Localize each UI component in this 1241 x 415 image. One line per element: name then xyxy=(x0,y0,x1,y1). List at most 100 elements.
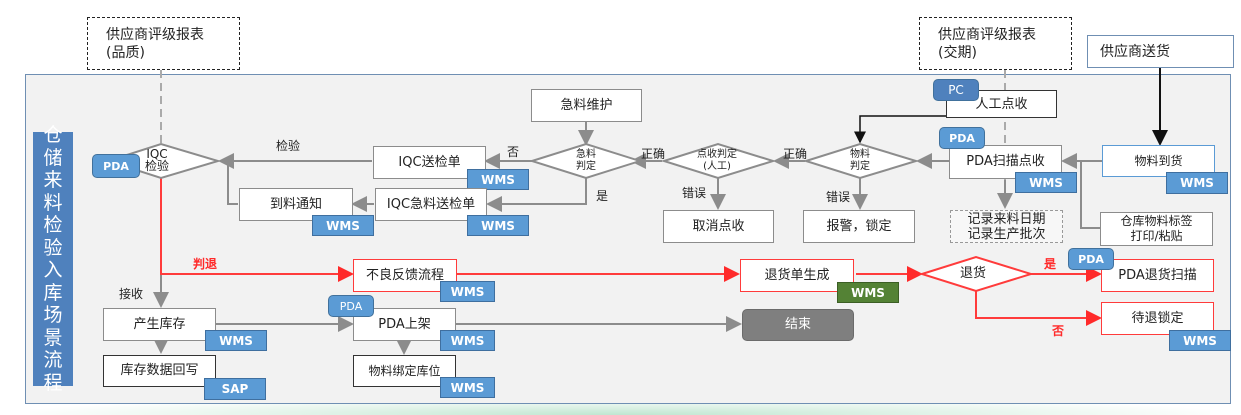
diamond-count-judge xyxy=(660,142,777,180)
count-judge-text: 点收判定 (人工) xyxy=(697,149,737,173)
title-char: 来 xyxy=(43,169,63,191)
wms-tag-label: WMS xyxy=(1180,176,1214,190)
wms-tag-label: WMS xyxy=(450,333,485,348)
node-record-info: 记录来料日期 记录生产批次 xyxy=(950,210,1063,243)
pda-tag-label: PDA xyxy=(339,299,363,313)
edge-manual-matjudge xyxy=(854,115,946,144)
node-pda-return-scan: PDA退货扫描 xyxy=(1101,259,1214,292)
title-char: 储 xyxy=(43,146,63,169)
wms-tag-label: WMS xyxy=(481,218,515,233)
wms-tag-label: WMS xyxy=(326,218,360,233)
node-iqc-urgent-send: IQC急料送检单 xyxy=(375,188,487,221)
label-yes: 是 xyxy=(596,189,609,203)
return-order-wms-tag: WMS xyxy=(837,282,899,303)
return-judge-label: 退货 xyxy=(960,266,987,281)
label-correct-2: 正确 xyxy=(783,147,808,161)
count-judge-line1: 点收判定 xyxy=(697,149,737,160)
sap-tag-label: SAP xyxy=(221,382,249,396)
edge-notice-inspect xyxy=(227,161,238,205)
label-return-no: 否 xyxy=(1052,324,1065,338)
material-judge-text: 物料 判定 xyxy=(850,149,870,173)
wms-tag-label: WMS xyxy=(851,285,885,300)
pc-tag-label: PC xyxy=(948,83,964,97)
node-cancel-count: 取消点收 xyxy=(663,210,774,243)
alarm-lock-label: 报警，锁定 xyxy=(826,218,892,234)
iqc-urgent-wms-tag: WMS xyxy=(467,215,529,236)
return-judge-text: 退货 xyxy=(960,267,986,281)
diamond-return-judge xyxy=(918,255,1035,293)
pda-shelve-wms-tag: WMS xyxy=(440,330,495,351)
arrival-notice-label: 到料通知 xyxy=(269,196,322,212)
manual-count-label: 人工点收 xyxy=(975,97,1028,112)
stock-writeback-label: 库存数据回写 xyxy=(120,363,199,378)
node-manual-count: 人工点收 xyxy=(946,90,1057,118)
report-delivery-line2: (交期) xyxy=(938,44,977,61)
report-delivery-box: 供应商评级报表 (交期) xyxy=(919,17,1072,70)
material-judge-line2: 判定 xyxy=(850,161,870,172)
label-error-1: 错误 xyxy=(682,186,707,200)
report-quality-line1: 供应商评级报表 xyxy=(106,26,204,43)
wms-tag-label: WMS xyxy=(450,284,485,299)
pda-return-device-tag: PDA xyxy=(1068,248,1114,270)
title-char: 流 xyxy=(43,349,63,371)
stock-writeback-sap-tag: SAP xyxy=(204,378,266,400)
node-defect-feedback: 不良反馈流程 xyxy=(353,259,457,292)
report-quality-line2: (品质) xyxy=(106,44,145,61)
node-urgent-maintain: 急料维护 xyxy=(531,89,642,122)
label-reject: 判退 xyxy=(193,257,218,271)
node-create-stock: 产生库存 xyxy=(103,308,216,341)
pda-shelve-label: PDA上架 xyxy=(378,316,431,332)
pda-tag-label: PDA xyxy=(103,159,129,173)
edge-urgent-iqcurgent xyxy=(486,177,587,212)
material-arrival-label: 物料到货 xyxy=(1134,154,1183,168)
pc-device-tag: PC xyxy=(933,79,979,101)
defect-feedback-wms-tag: WMS xyxy=(440,281,495,302)
pda-scan-device-tag: PDA xyxy=(939,127,985,149)
create-stock-wms-tag: WMS xyxy=(205,330,267,351)
pda-shelve-device-tag: PDA xyxy=(328,295,374,317)
wms-tag-label: WMS xyxy=(1029,175,1063,190)
label-error-2: 错误 xyxy=(826,190,851,204)
iqc-send-label: IQC送检单 xyxy=(398,154,461,170)
iqc-send-wms-tag: WMS xyxy=(467,169,529,190)
node-label-print: 仓库物料标签 打印/粘贴 xyxy=(1100,212,1213,246)
iqc-inspect-line2: 检验 xyxy=(145,159,170,173)
node-bind-location: 物料绑定库位 xyxy=(353,355,456,387)
return-order-label: 退货单生成 xyxy=(764,267,830,283)
supplier-delivery-box: 供应商送货 xyxy=(1087,35,1234,68)
title-char: 仓 xyxy=(43,124,63,146)
node-material-arrival: 物料到货 xyxy=(1102,145,1215,177)
edge-judge-lock xyxy=(975,291,1102,326)
title-char: 检 xyxy=(43,214,63,236)
bind-location-wms-tag: WMS xyxy=(440,377,495,398)
title-char: 验 xyxy=(43,236,63,259)
node-alarm-lock: 报警，锁定 xyxy=(803,210,915,243)
pending-return-lock-label: 待退锁定 xyxy=(1131,310,1184,326)
iqc-inspect-text: IQC 检验 xyxy=(145,148,169,172)
edge-label-print xyxy=(1080,161,1100,229)
pda-tag-label: PDA xyxy=(1078,252,1104,266)
wms-tag-label: WMS xyxy=(219,333,253,348)
pda-tag-label: PDA xyxy=(949,131,975,145)
cancel-count-label: 取消点收 xyxy=(692,218,745,234)
label-no: 否 xyxy=(507,145,520,159)
label-receive: 接收 xyxy=(119,287,144,301)
arrival-notice-wms-tag: WMS xyxy=(312,215,374,236)
pending-lock-wms-tag: WMS xyxy=(1169,330,1231,351)
create-stock-label: 产生库存 xyxy=(133,316,186,332)
node-return-order: 退货单生成 xyxy=(740,259,854,292)
diamond-material-judge xyxy=(802,142,920,180)
label-correct-1: 正确 xyxy=(641,147,666,161)
wms-tag-label: WMS xyxy=(481,172,515,187)
title-char: 场 xyxy=(43,304,63,326)
node-end: 结束 xyxy=(742,309,854,341)
node-pending-return-lock: 待退锁定 xyxy=(1101,302,1214,335)
urgent-judge-line1: 急料 xyxy=(576,149,596,160)
title-char: 入 xyxy=(43,259,63,281)
supplier-delivery-label: 供应商送货 xyxy=(1100,43,1170,60)
label-return-yes: 是 xyxy=(1044,257,1057,271)
pda-return-scan-label: PDA退货扫描 xyxy=(1118,267,1197,283)
iqc-urgent-send-label: IQC急料送检单 xyxy=(386,196,476,212)
title-char: 库 xyxy=(43,281,63,304)
